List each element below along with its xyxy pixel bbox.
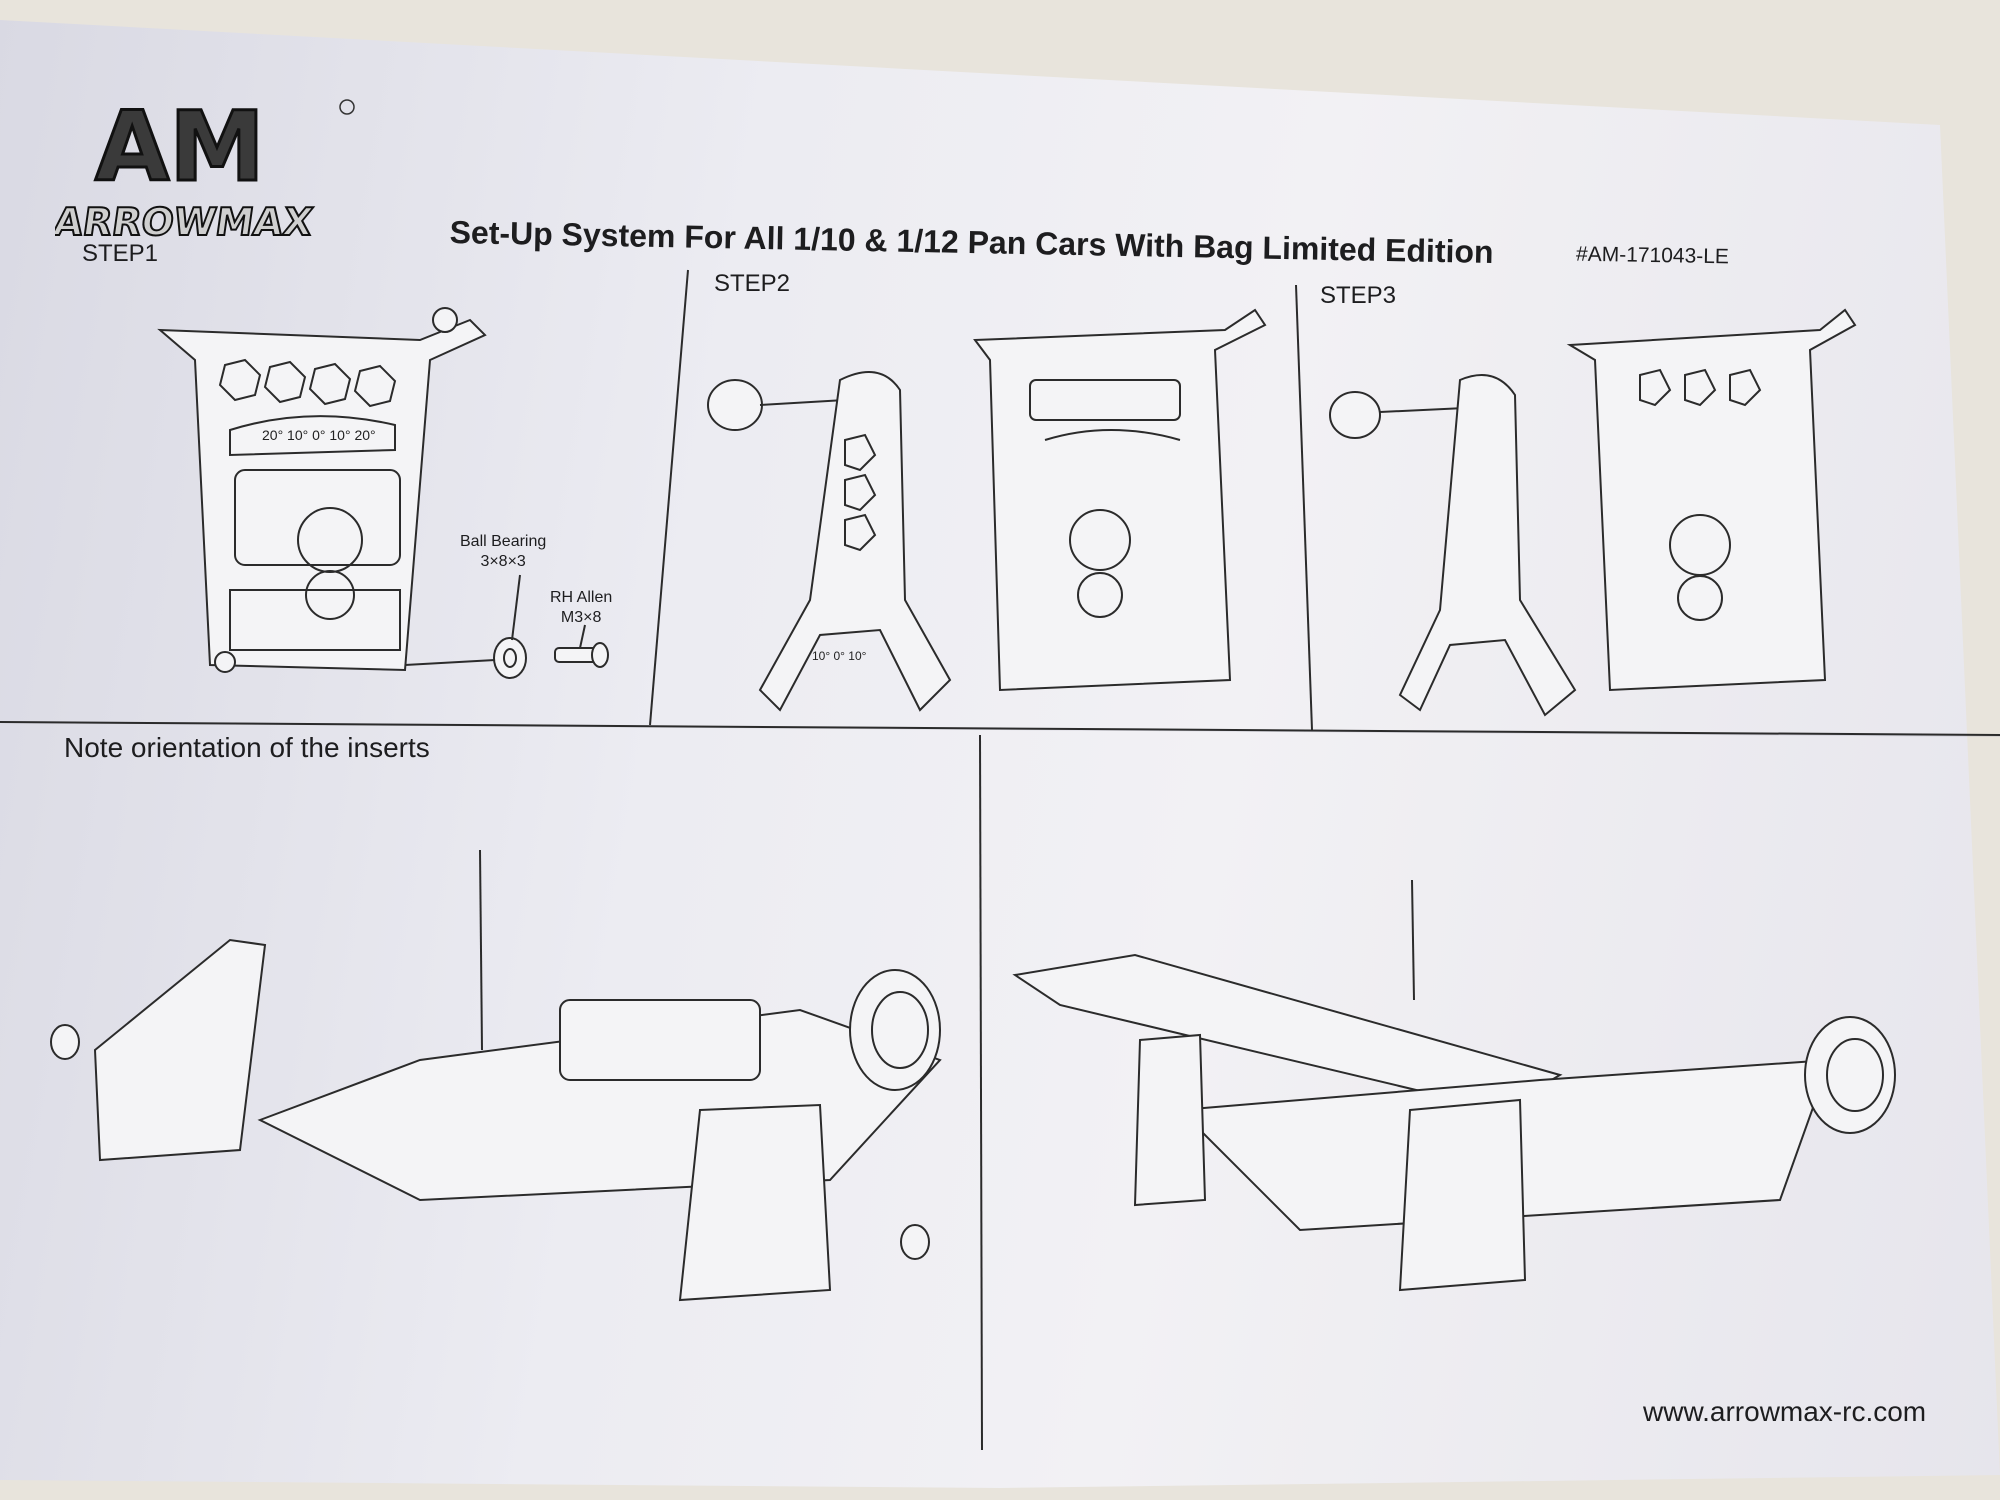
divider-bottom-panels: [979, 734, 983, 1451]
ball-bearing-callout: Ball Bearing 3×8×3: [460, 532, 546, 572]
rear-wheel-right: [1804, 1016, 1896, 1134]
scale-label-narrow: 10° 0° 10°: [812, 649, 867, 663]
car-assembly-left: [50, 849, 942, 1302]
ball-bearing-name: Ball Bearing: [460, 533, 547, 550]
antenna-left: [479, 849, 483, 1051]
ball-bearing-icon: [493, 637, 527, 679]
setup-stand-rear-right: [1398, 1098, 1527, 1292]
step3-assembly-drawing: [1329, 308, 1857, 717]
divider-step2-step3: [1295, 284, 1313, 731]
divider-step1-step2: [649, 269, 689, 726]
antenna-right: [1411, 879, 1415, 1001]
setup-stand-front-right: [1133, 1033, 1207, 1207]
insert-icon-left: [50, 1024, 80, 1060]
step-2-label: STEP2: [714, 270, 791, 297]
step2-stand-drawing: 10° 0° 10°: [707, 308, 1267, 712]
setup-stand-front-left: [93, 938, 267, 1162]
rh-allen-callout: RH Allen M3×8: [550, 588, 612, 628]
step1-frame-drawing: 20° 10° 0° 10° 20°: [157, 307, 487, 673]
scale-label-wide: 20° 10° 0° 10° 20°: [262, 427, 376, 443]
rh-allen-size: M3×8: [560, 609, 602, 626]
thumb-knob-icon-2: [1329, 391, 1381, 439]
divider-top-bottom: [0, 721, 2000, 736]
ball-bearing-size: 3×8×3: [480, 553, 526, 570]
car-assembly-right: [1012, 879, 1896, 1292]
rh-allen-name: RH Allen: [550, 589, 613, 606]
thumb-knob-icon: [707, 379, 763, 431]
registered-mark-icon: [339, 99, 355, 115]
arrowmax-logo: AM ARROWMAX: [50, 85, 415, 260]
rh-allen-screw-icon: [554, 642, 609, 668]
logo-word-text: ARROWMAX: [55, 201, 315, 245]
note-text: Note orientation of the inserts: [64, 732, 430, 763]
hex-insert-row: [218, 358, 397, 408]
angle-scale-wide: [229, 415, 396, 457]
insert-icon-right: [900, 1224, 930, 1260]
footer-url: www.arrowmax-rc.com: [1643, 1396, 1927, 1427]
rear-wheel-left: [849, 969, 941, 1091]
step-1-label: STEP1: [82, 240, 159, 267]
step-3-label: STEP3: [1320, 282, 1397, 309]
setup-stand-rear-left: [678, 1103, 832, 1302]
logo-mark-text: AM: [95, 91, 265, 203]
